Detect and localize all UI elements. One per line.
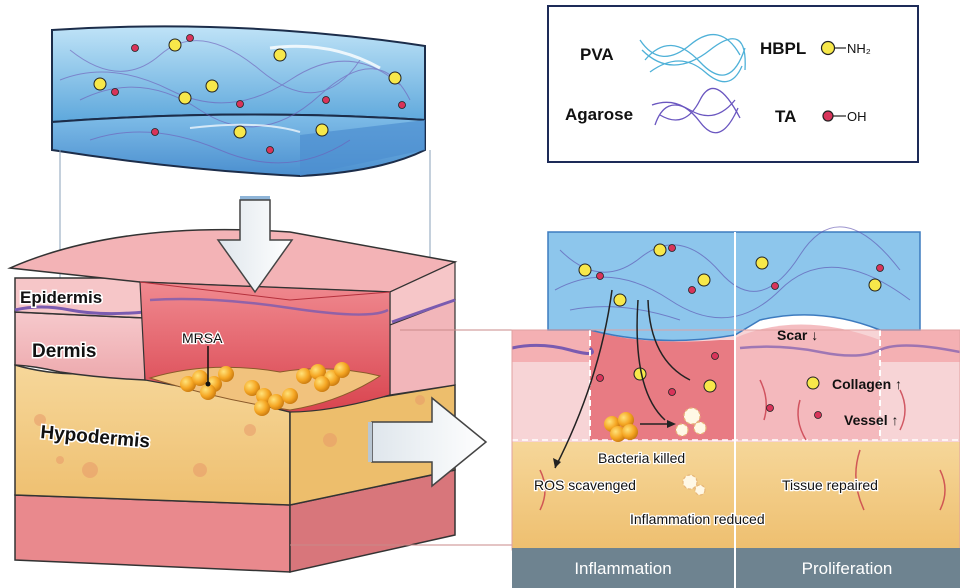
hydrogel-hbpl-dots [93,38,402,139]
tissue-repaired-label: Tissue repaired [782,477,878,493]
right-arrow-icon [368,396,488,488]
pva-fiber-icon [639,33,746,83]
hydrogel-block [51,25,426,178]
skin-block [7,228,458,573]
killed-bacteria-icon [675,407,707,496]
legend-agarose-label: Agarose [565,105,633,124]
stage-proliferation-label: Proliferation [802,559,893,578]
action-arrows [554,289,691,469]
legend-ta-label: TA [775,107,796,126]
agarose-fiber-icon [651,88,741,134]
legend-ta-group: OH [847,109,867,124]
stage-bar: Inflammation Proliferation [512,548,960,588]
collagen-label: Collagen ↑ [832,376,902,392]
legend-box: PVA HBPL NH₂ Agarose TA OH [547,5,919,163]
vessel-label: Vessel ↑ [844,412,899,428]
legend-hbpl-label: HBPL [760,39,806,58]
hydrogel-ta-dots [111,34,406,154]
stage-inflammation-label: Inflammation [574,559,671,578]
inflammation-reduced-label: Inflammation reduced [630,511,765,527]
zoom-hbpl-dots [578,243,882,393]
hbpl-icon [820,40,846,56]
down-arrow-icon [216,196,294,294]
bacteria-killed-label: Bacteria killed [598,450,685,466]
zoom-panel [511,226,960,580]
dermis-label: Dermis [32,341,96,362]
mrsa-cluster-zoom [604,412,638,442]
legend-hbpl-group: NH₂ [847,41,871,56]
epidermis-label: Epidermis [20,288,102,307]
legend-pva-label: PVA [580,45,614,64]
mrsa-cluster-left [180,362,350,416]
scar-label: Scar ↓ [777,327,818,343]
ros-scavenged-label: ROS scavenged [534,477,636,493]
mrsa-label: MRSA [182,330,223,346]
ta-icon [822,110,846,122]
zoom-ta-dots [596,244,884,419]
